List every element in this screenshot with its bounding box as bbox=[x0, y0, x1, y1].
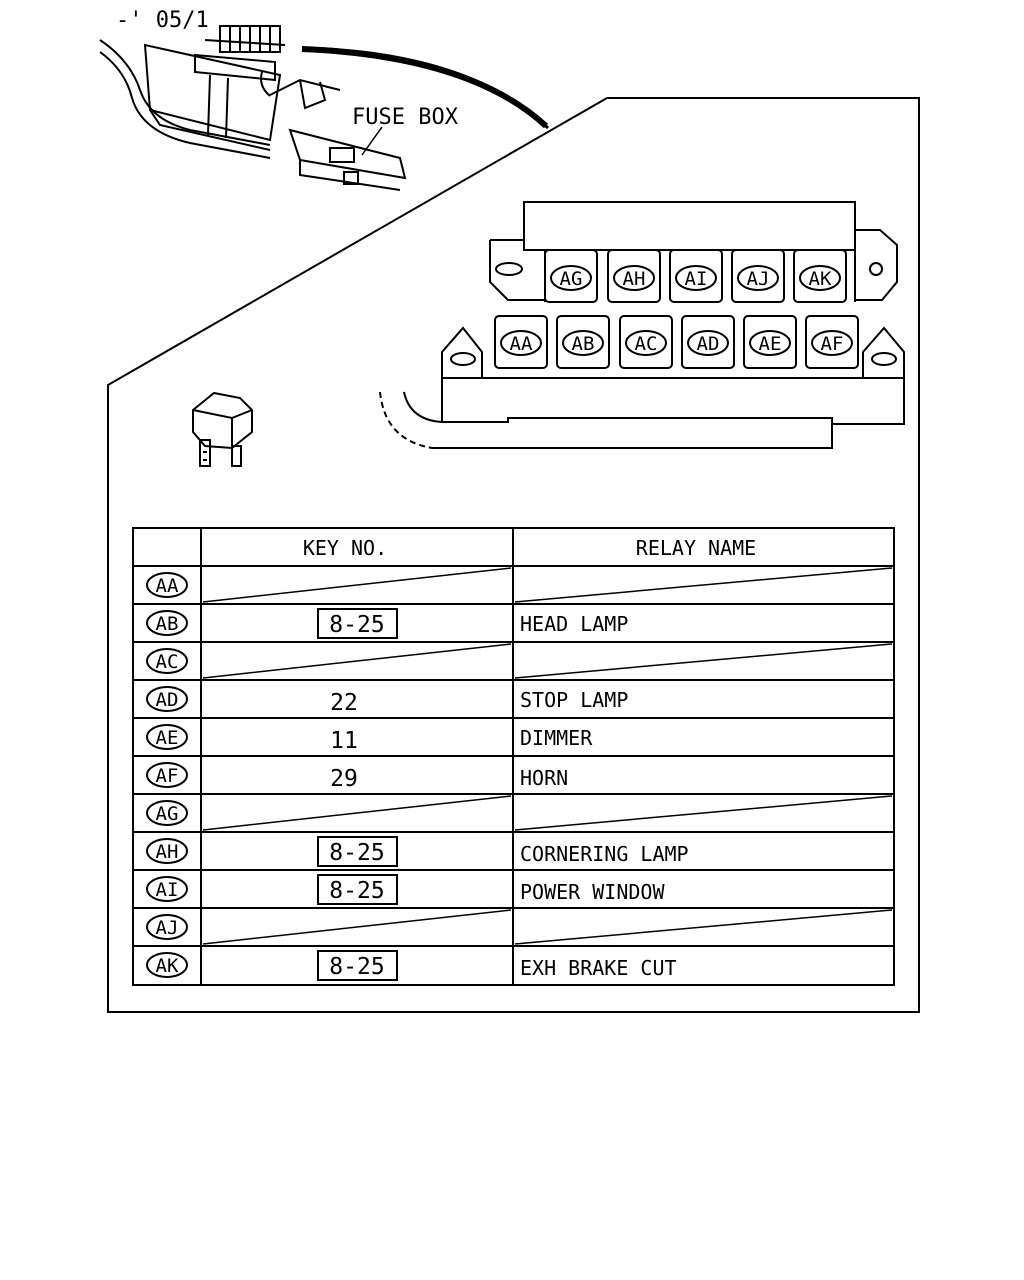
table-row: AG bbox=[156, 803, 179, 825]
svg-text:STOP LAMP: STOP LAMP bbox=[520, 688, 628, 712]
svg-text:8-25: 8-25 bbox=[329, 878, 384, 904]
svg-text:AF: AF bbox=[821, 333, 844, 355]
svg-text:AH: AH bbox=[623, 268, 646, 290]
detail-frame bbox=[107, 97, 920, 1013]
svg-text:AC: AC bbox=[156, 651, 179, 673]
relay-bottom-row bbox=[494, 315, 859, 369]
svg-text:AK: AK bbox=[156, 955, 179, 977]
relay-top-row bbox=[544, 249, 847, 303]
svg-text:AI: AI bbox=[685, 268, 708, 290]
svg-text:POWER WINDOW: POWER WINDOW bbox=[520, 880, 665, 904]
svg-text:8-25: 8-25 bbox=[329, 954, 384, 980]
table-row: AK 8-25 EXH BRAKE CUT bbox=[156, 954, 677, 980]
table-row: AE 11 DIMMER bbox=[156, 726, 594, 754]
svg-text:22: 22 bbox=[330, 690, 358, 716]
svg-text:AI: AI bbox=[156, 879, 179, 901]
table-row: AA bbox=[156, 575, 179, 597]
relay-slot-ah bbox=[607, 249, 661, 303]
svg-text:AE: AE bbox=[156, 727, 179, 749]
relay-slot-ag bbox=[544, 249, 598, 303]
svg-text:AH: AH bbox=[156, 841, 179, 863]
svg-text:29: 29 bbox=[330, 766, 358, 792]
fuse-box-label: FUSE BOX bbox=[352, 105, 459, 130]
relay-slot-aj bbox=[731, 249, 785, 303]
relay-slot-af bbox=[805, 315, 859, 369]
svg-text:EXH BRAKE CUT: EXH BRAKE CUT bbox=[520, 956, 677, 980]
svg-text:AB: AB bbox=[572, 333, 595, 355]
fuse-box-location-sketch bbox=[99, 25, 407, 191]
svg-text:HEAD LAMP: HEAD LAMP bbox=[520, 612, 628, 636]
svg-text:AB: AB bbox=[156, 613, 179, 635]
relay-slot-ae bbox=[743, 315, 797, 369]
relay-table bbox=[132, 527, 895, 986]
svg-text:HORN: HORN bbox=[520, 766, 568, 790]
svg-text:AA: AA bbox=[510, 333, 533, 355]
svg-text:AJ: AJ bbox=[156, 917, 179, 939]
svg-text:AK: AK bbox=[809, 268, 832, 290]
svg-text:AJ: AJ bbox=[747, 268, 770, 290]
svg-text:CORNERING LAMP: CORNERING LAMP bbox=[520, 842, 689, 866]
relay-slot-ab bbox=[556, 315, 610, 369]
svg-text:AD: AD bbox=[697, 333, 720, 355]
relay-component-icon bbox=[192, 391, 253, 467]
svg-text:DIMMER: DIMMER bbox=[520, 726, 593, 750]
svg-text:AD: AD bbox=[156, 689, 179, 711]
header-relay-name: RELAY NAME bbox=[636, 536, 756, 560]
date-code: -' 05/1 bbox=[116, 8, 209, 33]
table-rows: AA AB 8-25 HEAD LAMP AC AD 22 STOP LAMP … bbox=[156, 575, 689, 980]
header-key-no: KEY NO. bbox=[303, 536, 387, 560]
table-row: AC bbox=[156, 651, 179, 673]
relay-slot-aa bbox=[494, 315, 548, 369]
table-row: AF 29 HORN bbox=[156, 765, 569, 792]
table-row: AJ bbox=[156, 917, 179, 939]
svg-text:AA: AA bbox=[156, 575, 179, 597]
svg-text:AF: AF bbox=[156, 765, 179, 787]
relay-slot-ak bbox=[793, 249, 847, 303]
svg-text:AC: AC bbox=[635, 333, 658, 355]
table-row: AB 8-25 HEAD LAMP bbox=[156, 612, 629, 638]
relay-block: AG AH AI AJ AK AA AB AC AD AE AF bbox=[379, 201, 905, 449]
table-row: AI 8-25 POWER WINDOW bbox=[156, 878, 666, 904]
relay-slot-ac bbox=[619, 315, 673, 369]
relay-slot-ai bbox=[669, 249, 723, 303]
svg-text:8-25: 8-25 bbox=[329, 840, 384, 866]
svg-text:11: 11 bbox=[330, 728, 358, 754]
svg-text:AG: AG bbox=[156, 803, 179, 825]
svg-text:8-25: 8-25 bbox=[329, 612, 384, 638]
svg-text:AG: AG bbox=[560, 268, 583, 290]
table-row: AH 8-25 CORNERING LAMP bbox=[156, 840, 689, 866]
svg-text:AE: AE bbox=[759, 333, 782, 355]
table-row: AD 22 STOP LAMP bbox=[156, 688, 629, 716]
relay-slot-ad bbox=[681, 315, 735, 369]
